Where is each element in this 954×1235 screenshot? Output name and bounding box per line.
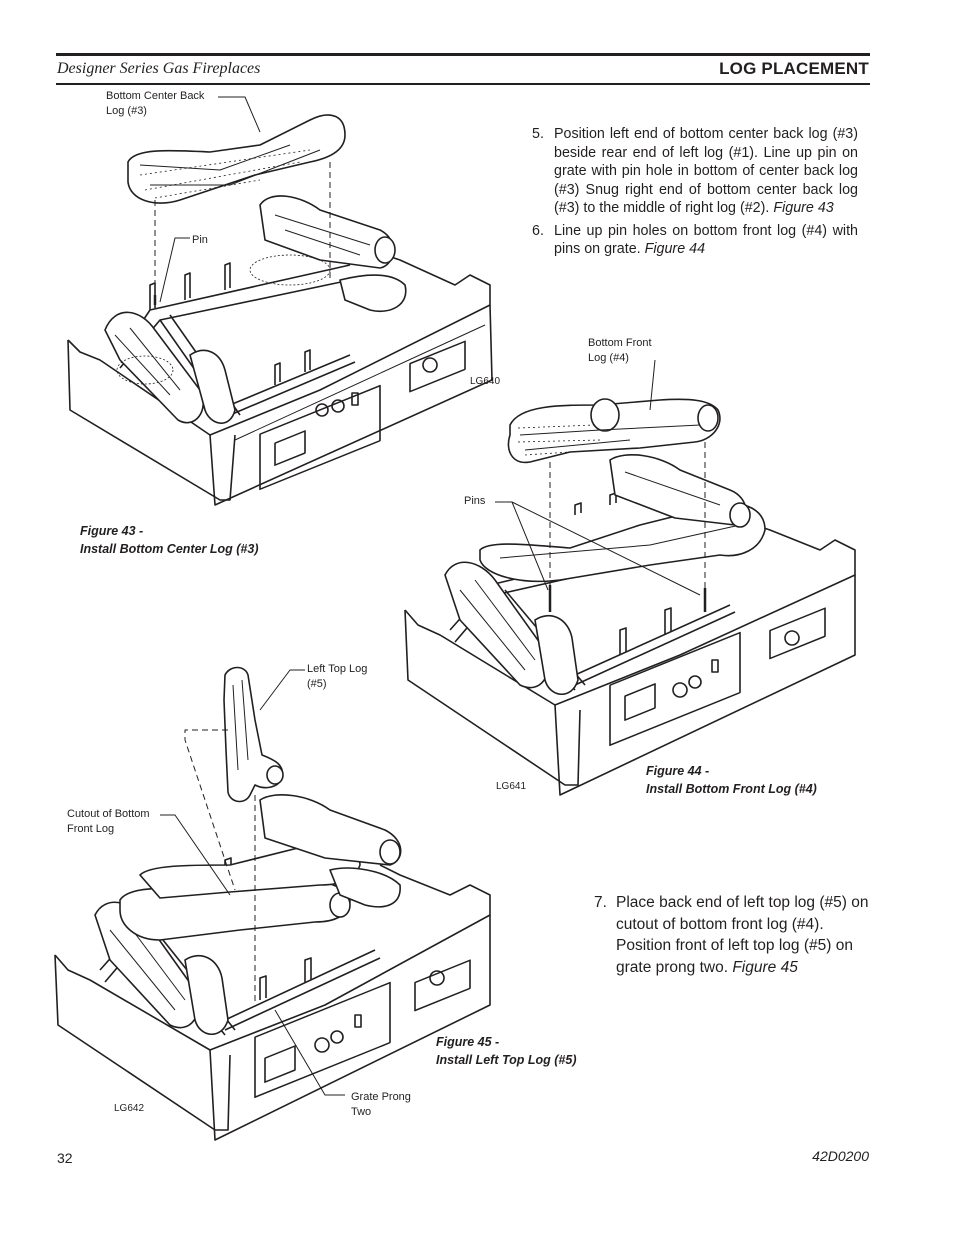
callout-line: (#5): [307, 678, 327, 690]
caption-line: Figure 43 -: [80, 524, 144, 538]
figure-reference: Figure 43: [773, 200, 834, 216]
callout-line: Grate Prong: [351, 1091, 411, 1103]
step-number: 5.: [532, 126, 544, 142]
callout-line: Front Log: [67, 823, 115, 835]
caption-line: Install Bottom Front Log (#4): [646, 782, 817, 796]
figure-code-lg640: LG640: [470, 376, 501, 387]
callout-bottom-center-back-log: Bottom Center Back Log (#3): [106, 89, 204, 119]
series-title: Designer Series Gas Fireplaces: [57, 60, 261, 77]
step-6: 6. Line up pin holes on bottom front log…: [532, 222, 858, 259]
callout-line: Left Top Log: [307, 663, 368, 675]
step-5: 5. Position left end of bottom center ba…: [532, 125, 858, 218]
figure-43-caption: Figure 43 - Install Bottom Center Log (#…: [80, 522, 258, 558]
step-text: Line up pin holes on bottom front log (#…: [554, 222, 858, 258]
caption-line: Install Left Top Log (#5): [436, 1053, 577, 1067]
callout-line: Bottom Center Back: [106, 90, 205, 102]
callout-bottom-front-log: Bottom Front Log (#4): [588, 336, 652, 366]
figure-code-lg642: LG642: [114, 1103, 145, 1114]
section-title: LOG PLACEMENT: [719, 59, 869, 78]
step-text: Position left end of bottom center back …: [554, 126, 858, 216]
figure-43-illustration: [67, 96, 493, 506]
callout-line: Cutout of Bottom: [67, 808, 150, 820]
figure-reference: Figure 44: [644, 241, 706, 257]
caption-line: Figure 44 -: [646, 764, 710, 778]
callout-grate-prong-two: Grate Prong Two: [351, 1090, 411, 1120]
step-number: 6.: [532, 222, 544, 239]
header-rule-bottom: [56, 83, 870, 85]
callout-cutout-bottom-front-log: Cutout of Bottom Front Log: [67, 807, 150, 837]
callout-line: Log (#4): [588, 352, 629, 364]
figure-reference: Figure 45: [732, 958, 798, 976]
document-code: 42D0200: [812, 1148, 869, 1164]
callout-pins: Pins: [464, 495, 486, 507]
callout-line: Two: [351, 1106, 372, 1118]
callout-line: Log (#3): [106, 105, 147, 117]
figure-code-lg641: LG641: [496, 781, 527, 792]
figure-44-illustration: [404, 359, 856, 796]
figure-45-caption: Figure 45 - Install Left Top Log (#5): [436, 1033, 577, 1069]
callout-line: Bottom Front: [588, 337, 652, 349]
caption-line: Install Bottom Center Log (#3): [80, 542, 259, 556]
step-7: 7. Place back end of left top log (#5) o…: [594, 892, 874, 978]
caption-line: Figure 45 -: [436, 1035, 500, 1049]
instruction-steps: 5. Position left end of bottom center ba…: [532, 125, 858, 263]
header-rule-top: [56, 53, 870, 56]
callout-pin: Pin: [192, 234, 208, 246]
figure-44-caption: Figure 44 - Install Bottom Front Log (#4…: [646, 762, 817, 798]
figure-45-illustration: [54, 666, 491, 1141]
step-number: 7.: [594, 894, 607, 911]
callout-left-top-log: Left Top Log (#5): [307, 662, 367, 692]
step-text: Place back end of left top log (#5) on c…: [616, 894, 869, 976]
page-number: 32: [57, 1150, 73, 1166]
